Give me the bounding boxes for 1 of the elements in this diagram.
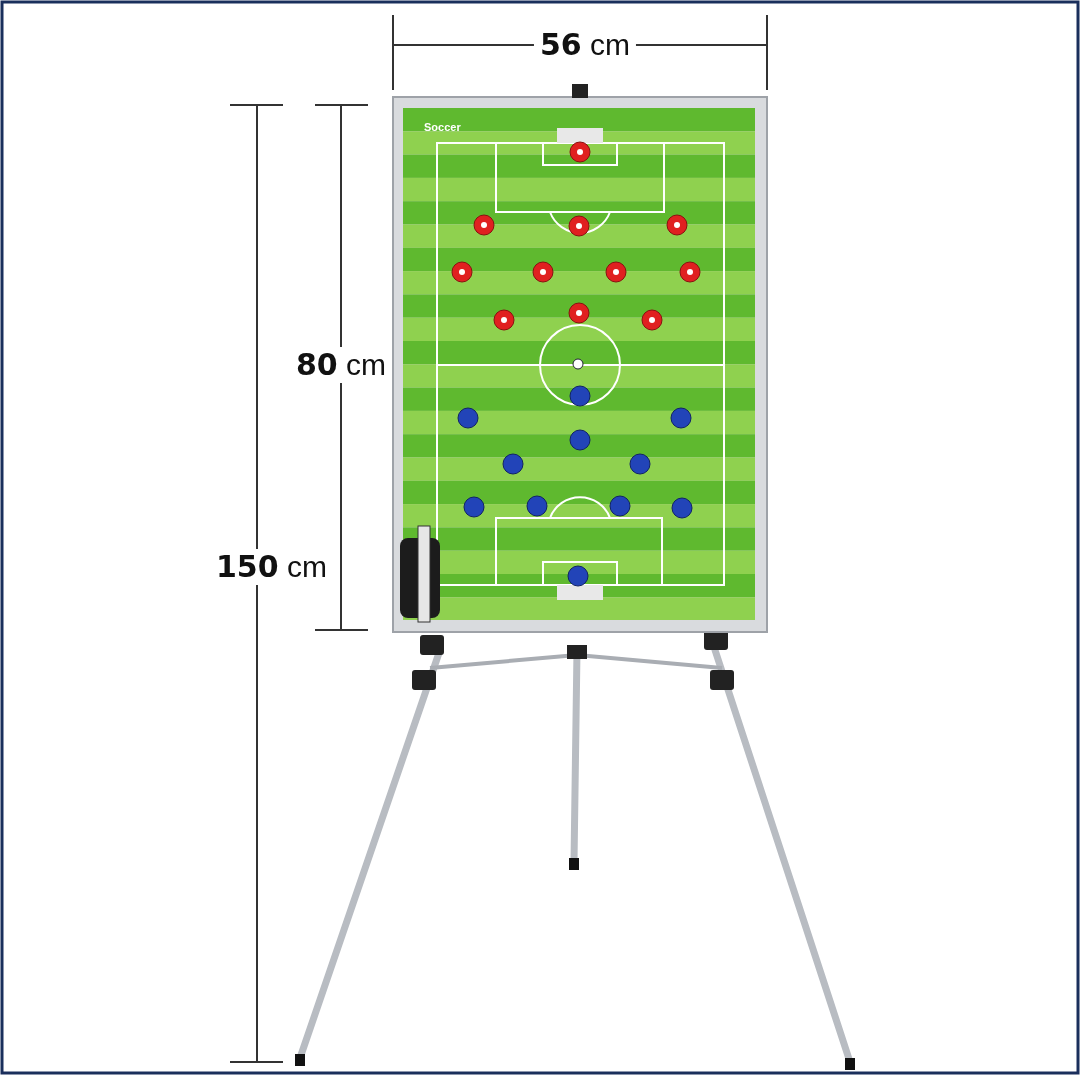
board-heading: Soccer <box>424 121 461 133</box>
